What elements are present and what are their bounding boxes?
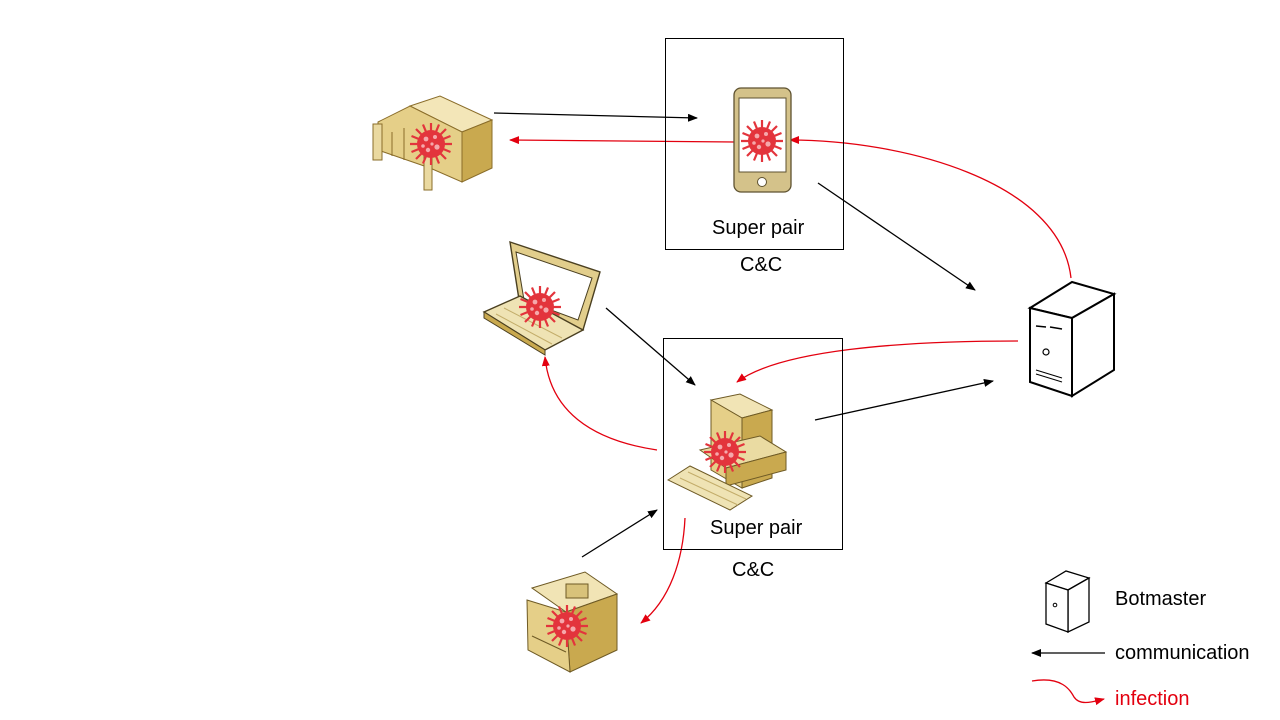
desktop-computer-icon [666,393,788,511]
infection-desktop-to-laptop [541,356,658,451]
top-cc-caption: Super pair [712,217,805,239]
arrow-desktop-to-botmaster [814,379,994,421]
printer-icon [526,571,619,673]
infection-arrows [509,136,1072,624]
top-cc-label: C&C [740,254,783,276]
virus-icon [517,284,563,330]
laptop-icon [482,240,601,356]
bottom-cc-caption: Super pair [710,517,803,539]
legend-communication-label: communication [1115,642,1250,664]
legend-infection-arrow [1031,679,1105,706]
infection-desktop-to-printer [640,517,686,624]
legend-botmaster-icon [1044,570,1091,634]
botmaster-server-icon [1027,280,1117,398]
infection-botmaster-to-phone [789,136,1072,279]
legend-infection-label: infection [1115,688,1190,710]
smartphone-icon [733,87,792,193]
bottom-cc-box [663,338,843,550]
arrow-printer-to-desktop [581,509,658,558]
infection-botmaster-to-desktop [736,340,1019,383]
legend-botmaster-label: Botmaster [1115,588,1207,610]
arrow-phone-to-botmaster [817,182,976,291]
arrow-laptop-to-desktop [605,307,696,386]
virus-icon [544,603,590,649]
infection-phone-to-rack [509,136,736,145]
top-cc-box [665,38,844,250]
arrow-rack-to-phone [493,112,698,122]
server-rack-icon [372,95,494,191]
virus-icon [408,121,454,167]
bottom-cc-label: C&C [732,559,775,581]
communication-arrows [493,112,994,558]
